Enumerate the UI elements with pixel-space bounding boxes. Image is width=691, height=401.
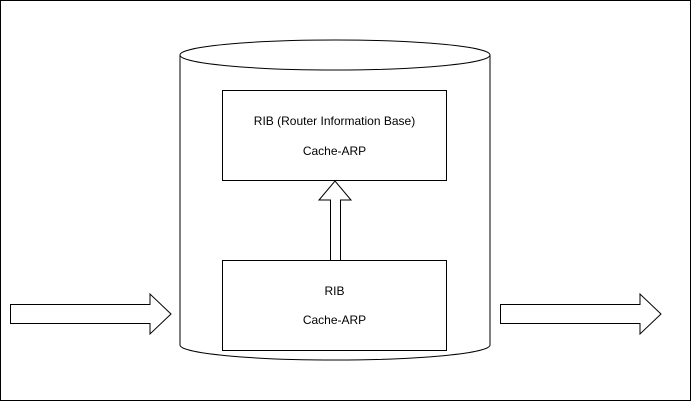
top-box[interactable] (222, 90, 447, 181)
input-arrow[interactable] (10, 292, 172, 336)
bottom-box[interactable] (222, 260, 447, 351)
cylinder-top (179, 39, 491, 71)
top-box-title: RIB (Router Information Base) (253, 114, 416, 128)
top-box-subtitle: Cache-ARP (302, 144, 367, 158)
internal-arrow-up[interactable] (317, 180, 353, 260)
bottom-box-title: RIB (324, 284, 345, 298)
output-arrow[interactable] (500, 292, 662, 336)
bottom-box-subtitle: Cache-ARP (302, 313, 367, 327)
